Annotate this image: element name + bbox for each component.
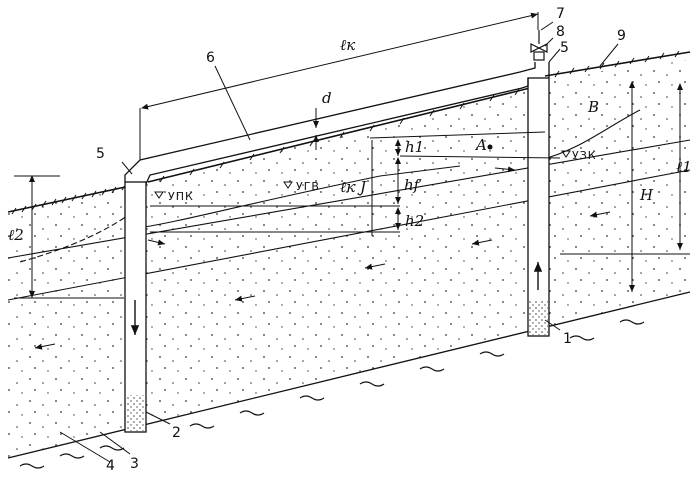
- l1-label: ℓ1: [676, 158, 692, 176]
- ugv-level-label: УГВ: [296, 180, 320, 193]
- marker-3: 3: [130, 456, 139, 472]
- pipe-length-mid-label: ℓк J: [340, 178, 367, 196]
- marker-5-left: 5: [96, 146, 105, 162]
- soil-layer: [8, 60, 690, 458]
- head-label: H: [639, 186, 654, 204]
- marker-1: 1: [563, 331, 572, 347]
- l2-label: ℓ2: [8, 226, 24, 244]
- h2-label: h2: [405, 212, 424, 230]
- point-b-label: B: [587, 98, 599, 116]
- point-a-label: A: [474, 136, 487, 154]
- marker-4: 4: [106, 458, 115, 474]
- marker-2: 2: [172, 425, 181, 441]
- upk-level-label: УПК: [168, 190, 194, 203]
- valve-icon: [531, 30, 547, 60]
- left-well: [125, 182, 146, 432]
- pipe-length-label: ℓк: [340, 36, 355, 54]
- point-a-dot: [488, 145, 493, 150]
- marker-5-right: 5: [560, 40, 569, 56]
- h1-label: h1: [405, 138, 424, 156]
- uzk-level-label: УЗК: [572, 149, 597, 162]
- diameter-label: d: [322, 89, 332, 107]
- marker-9: 9: [617, 28, 626, 44]
- hf-label: hf: [404, 176, 422, 194]
- marker-7: 7: [556, 6, 565, 22]
- marker-8: 8: [556, 24, 565, 40]
- right-well: [528, 78, 549, 336]
- marker-6: 6: [206, 50, 215, 66]
